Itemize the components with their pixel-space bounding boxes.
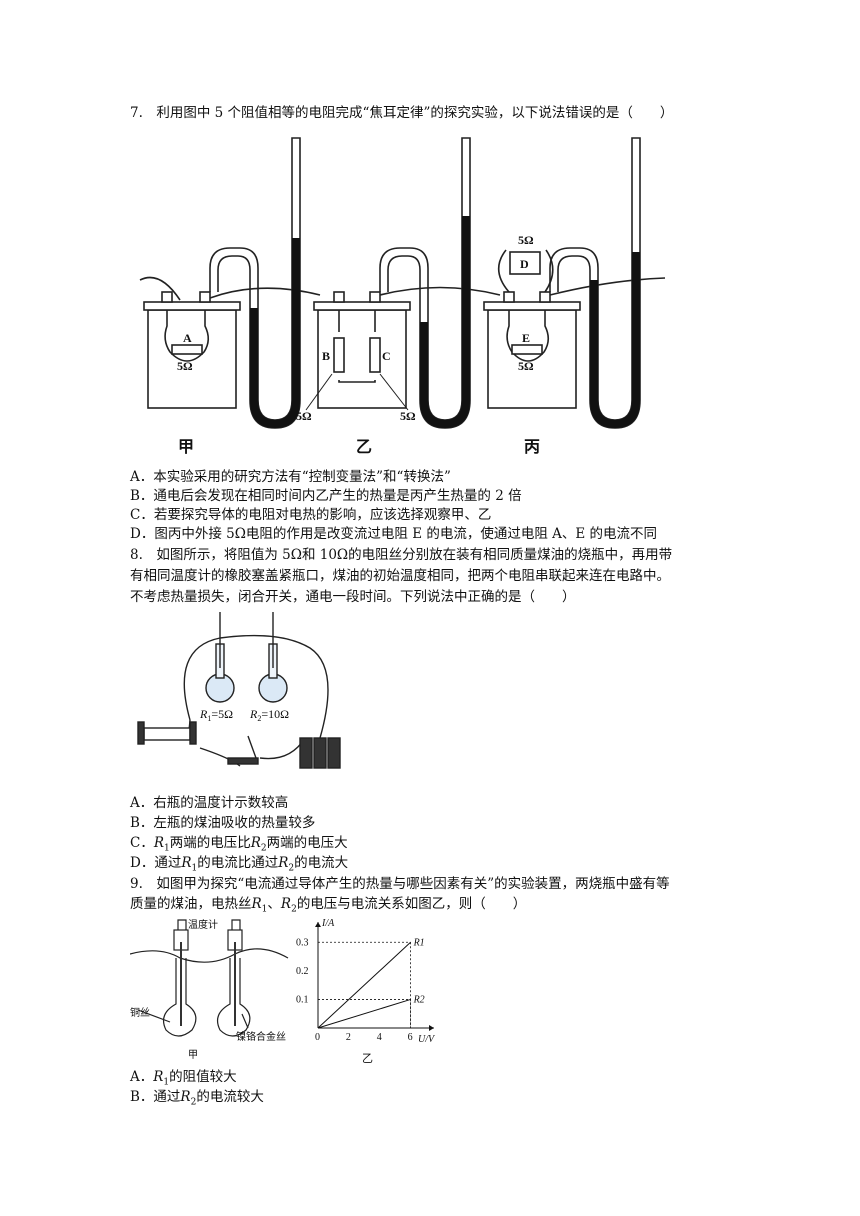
svg-text:R2=10Ω: R2=10Ω xyxy=(249,707,289,723)
x-tick-label: 2 xyxy=(346,1032,351,1043)
series-label-R1: R1 xyxy=(413,937,425,948)
resistor-d xyxy=(509,251,541,275)
q9-stem-line2: 质量的煤油，电热丝R1、R2的电压与电流关系如图乙，则（ ） xyxy=(130,896,527,915)
label-c: C xyxy=(382,349,391,363)
q7-option-d: D．图丙中外接 5Ω电阻的作用是改变流过电阻 E 的电流，使通过电阻 A、E 的… xyxy=(130,526,658,542)
q7-option-c: C．若要探究导体的电阻对电热的影响，应该选择观察甲、乙 xyxy=(130,507,492,523)
q9-stem-line1: 9. 如图甲为探究“电流通过导体产生的热量与哪些因素有关”的实验装置，两烧瓶中盛… xyxy=(130,876,670,892)
q8-figure: R1=5Ω R2=10Ω xyxy=(137,612,341,769)
q7-figure: A 5Ω B C 5Ω 5Ω 5Ω D E 5Ω 甲 乙 丙 xyxy=(139,137,666,456)
label-copper-wire: 铜丝 xyxy=(130,1007,150,1019)
ohm-a: 5Ω xyxy=(177,359,193,373)
resistor-c xyxy=(369,337,381,373)
series-label-R2: R2 xyxy=(413,994,425,1005)
caption-jia-9: 甲 xyxy=(188,1050,198,1060)
caption-yi-9: 乙 xyxy=(362,1052,373,1065)
y-tick-label: 0.3 xyxy=(296,937,309,948)
label-d: D xyxy=(520,257,529,271)
q9-option-a: A．R1的阻值较大 xyxy=(130,1069,237,1088)
q9-apparatus-figure: 温度计 铜丝 镍铬合金丝 甲 xyxy=(130,918,289,1060)
y-axis-arrow xyxy=(315,922,321,927)
ohm-d: 5Ω xyxy=(518,233,534,247)
q8-option-b: B．左瓶的煤油吸收的热量较多 xyxy=(130,815,316,831)
y-tick-label: 0.1 xyxy=(296,994,309,1005)
label-nichrome-wire: 镍铬合金丝 xyxy=(236,1030,286,1043)
ohm-c: 5Ω xyxy=(400,409,416,423)
x-tick-label: 0 xyxy=(315,1032,320,1043)
series-line-R2 xyxy=(317,998,411,1029)
q7-option-b: B．通电后会发现在相同时间内乙产生的热量是丙产生热量的 2 倍 xyxy=(130,488,522,504)
ohm-b: 5Ω xyxy=(296,409,312,423)
q8-stem-line2: 有相同温度计的橡胶塞盖紧瓶口，煤油的初始温度相同，把两个电阻串联起来连在电路中。 xyxy=(130,568,670,584)
resistor-a xyxy=(171,344,203,355)
series-line-R1 xyxy=(317,941,411,1029)
q7-stem: 7. 利用图中 5 个阻值相等的电阻完成“焦耳定律”的探究实验，以下说法错误的是… xyxy=(130,105,674,121)
caption-yi: 乙 xyxy=(356,437,372,456)
ohm-e: 5Ω xyxy=(518,359,534,373)
q8-stem-line1: 8. 如图所示，将阻值为 5Ω和 10Ω的电阻丝分别放在装有相同质量煤油的烧瓶中… xyxy=(130,547,673,563)
q8-option-c: C．R1两端的电压比R2两端的电压大 xyxy=(130,835,348,854)
container-yi xyxy=(317,309,407,409)
q8-option-d: D．通过R1的电流比通过R2的电流大 xyxy=(130,855,349,874)
y-axis-label: I/A xyxy=(321,918,335,929)
x-axis-label: U/V xyxy=(418,1034,436,1045)
x-tick-label: 4 xyxy=(377,1032,382,1043)
caption-bing: 丙 xyxy=(524,437,540,456)
label-e: E xyxy=(522,331,530,345)
label-b: B xyxy=(322,349,330,363)
svg-text:R1=5Ω: R1=5Ω xyxy=(199,707,233,723)
q8-option-a: A．右瓶的温度计示数较高 xyxy=(130,795,289,811)
q7-option-a: A．本实验采用的研究方法有“控制变量法”和“转换法” xyxy=(130,469,451,485)
resistor-b xyxy=(333,337,345,373)
caption-jia: 甲 xyxy=(178,437,194,456)
resistor-e xyxy=(511,344,543,355)
x-tick-label: 6 xyxy=(408,1032,413,1043)
label-a: A xyxy=(183,331,192,345)
x-axis-arrow xyxy=(429,1025,434,1031)
q9-option-b: B．通过R2的电流较大 xyxy=(130,1089,264,1108)
q8-stem-line3: 不考虑热量损失，闭合开关，通电一段时间。下列说法中正确的是（ ） xyxy=(130,589,576,605)
y-tick-label: 0.2 xyxy=(296,966,309,977)
label-thermometer: 温度计 xyxy=(188,918,218,931)
